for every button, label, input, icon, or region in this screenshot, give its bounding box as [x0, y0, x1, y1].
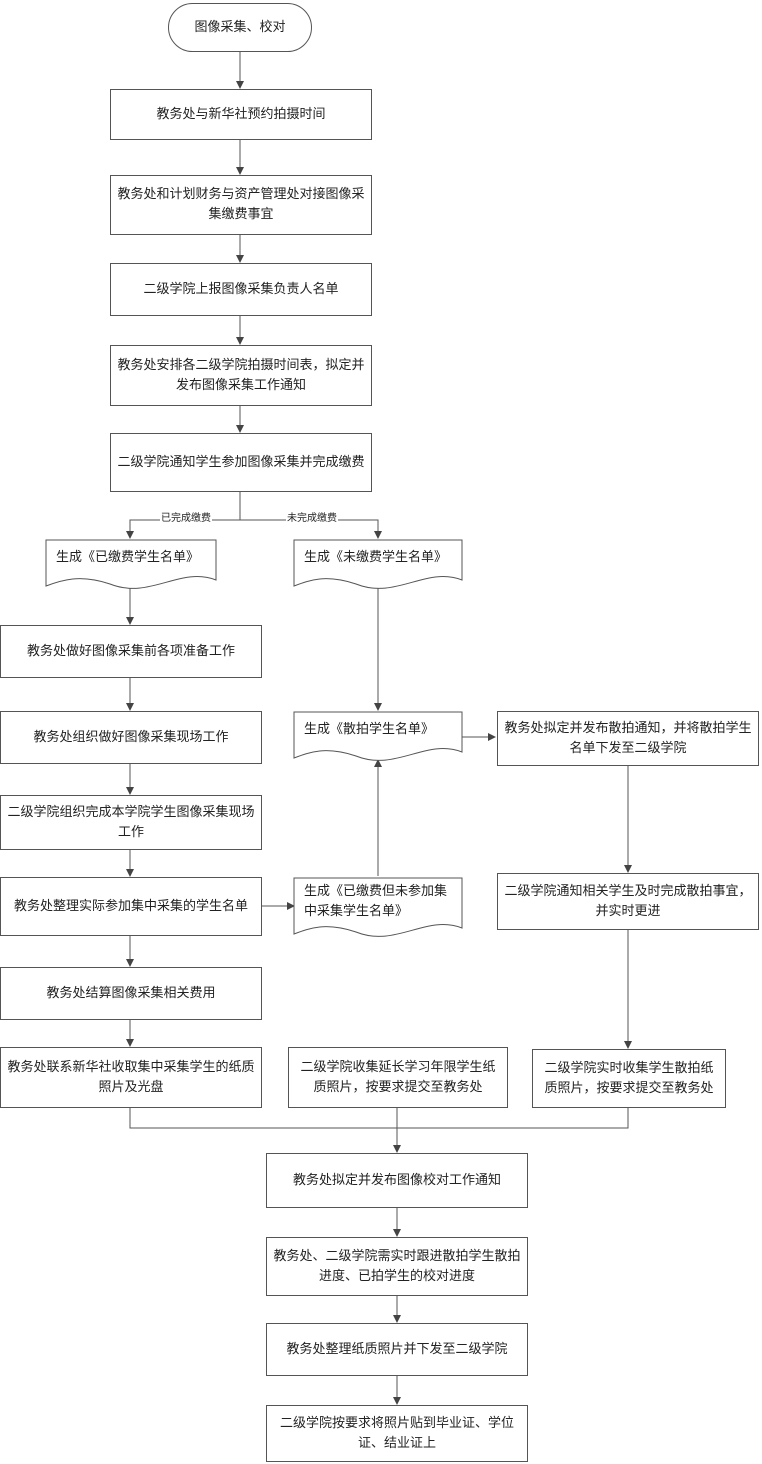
- step-scatter-follow: 二级学院通知相关学生及时完成散拍事宜，并实时更进: [497, 873, 759, 930]
- step-college-onsite: 二级学院组织完成本学院学生图像采集现场工作: [0, 795, 262, 850]
- step-fee-coordination: 教务处和计划财务与资产管理处对接图像采集缴费事宜: [110, 175, 372, 235]
- edge-merge-left: [129, 1108, 629, 1129]
- step-extended-students: 二级学院收集延长学习年限学生纸质照片，按要求提交至教务处: [288, 1047, 508, 1108]
- step-attendance-list: 教务处整理实际参加集中采集的学生名单: [0, 877, 262, 936]
- step-collect-photos: 教务处联系新华社收取集中采集学生的纸质照片及光盘: [0, 1047, 262, 1108]
- start-node: 图像采集、校对: [168, 3, 312, 52]
- step-settle-fees: 教务处结算图像采集相关费用: [0, 967, 262, 1020]
- doc-shape-paid: [45, 539, 217, 589]
- step-prepare: 教务处做好图像采集前各项准备工作: [0, 625, 262, 678]
- edge-label-paid: 已完成缴费: [160, 513, 212, 525]
- doc-absent-list: 生成《已缴费但未参加集中采集学生名单》: [304, 884, 448, 919]
- edge-label-unpaid: 未完成缴费: [286, 513, 338, 525]
- step-schedule-notice: 教务处安排各二级学院拍摄时间表，拟定并发布图像采集工作通知: [110, 345, 372, 406]
- step-proof-notice: 教务处拟定并发布图像校对工作通知: [266, 1153, 528, 1208]
- step-track-progress: 教务处、二级学院需实时跟进散拍学生散拍进度、已拍学生的校对进度: [266, 1237, 528, 1296]
- doc-shape-absent: [293, 877, 463, 937]
- step-onsite: 教务处组织做好图像采集现场工作: [0, 711, 262, 764]
- doc-paid-list: 生成《已缴费学生名单》: [56, 550, 200, 565]
- doc-shape-unpaid: [293, 539, 463, 589]
- step-scatter-notice: 教务处拟定并发布散拍通知，并将散拍学生名单下发至二级学院: [497, 711, 759, 766]
- doc-shape-scatter: [293, 711, 463, 761]
- doc-unpaid-list: 生成《未缴费学生名单》: [304, 550, 448, 565]
- step-distribute-photos: 教务处整理纸质照片并下发至二级学院: [266, 1323, 528, 1376]
- step-scatter-collect: 二级学院实时收集学生散拍纸质照片，按要求提交至教务处: [532, 1049, 726, 1108]
- step-report-leaders: 二级学院上报图像采集负责人名单: [110, 263, 372, 316]
- doc-scatter-list: 生成《散拍学生名单》: [304, 722, 435, 737]
- step-book-xinhua: 教务处与新华社预约拍摄时间: [110, 89, 372, 140]
- step-notify-students: 二级学院通知学生参加图像采集并完成缴费: [110, 433, 372, 492]
- step-paste-certificates: 二级学院按要求将照片贴到毕业证、学位证、结业证上: [266, 1405, 528, 1462]
